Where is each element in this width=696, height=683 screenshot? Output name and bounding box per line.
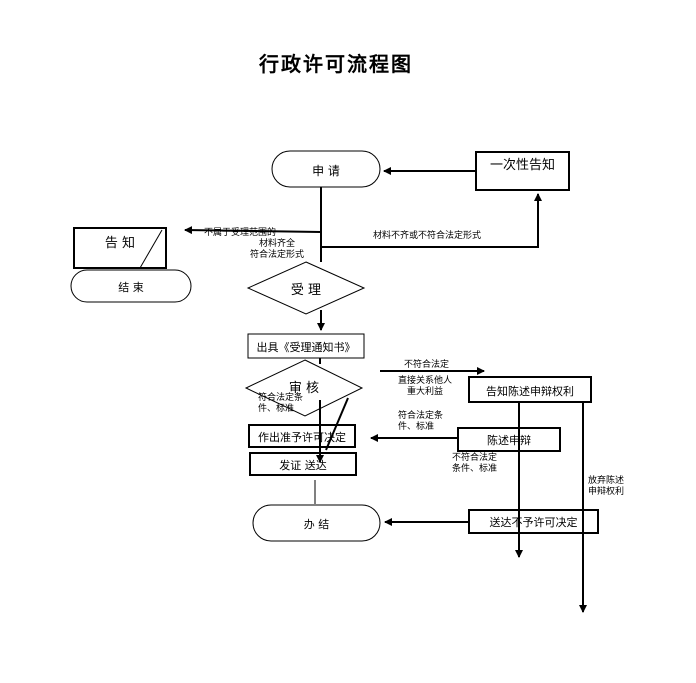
end-node xyxy=(70,269,192,303)
label-involves-interest: 直接关系他人 重大利益 xyxy=(398,376,453,397)
notify-statement-rights-label: 告知陈述申辩权利 xyxy=(486,385,574,398)
line-review-diagonal xyxy=(325,397,349,451)
issue-deliver-node xyxy=(249,452,357,476)
issue-notice-node xyxy=(247,333,365,359)
notify-node xyxy=(73,227,167,269)
label-meets-conditions-left: 符合法定条 件、标准 xyxy=(258,393,304,414)
label-not-meet-conditions-2: 不符合法定 条件、标准 xyxy=(452,453,498,474)
grant-decision-label: 作出准予许可决定 xyxy=(258,431,346,444)
issue-notice-label: 出具《受理通知书》 xyxy=(256,341,356,354)
accept-node xyxy=(246,261,366,315)
one-time-notice-node xyxy=(475,151,570,191)
label-materials-incomplete: 材料不齐或不符合法定形式 xyxy=(373,231,482,241)
statement-defense-node xyxy=(457,427,561,452)
apply-node xyxy=(271,150,381,188)
label-waive-statement: 放弃陈述 申辩权利 xyxy=(588,476,625,497)
notify-statement-rights-node xyxy=(468,376,592,403)
one-time-notice-label: 一次性告知 xyxy=(489,158,555,173)
deliver-refusal-label: 送达不予许可决定 xyxy=(489,516,578,529)
arrow-to-notify xyxy=(184,226,322,235)
complete-node xyxy=(252,504,381,542)
statement-defense-label: 陈述申辩 xyxy=(487,434,531,447)
complete-label: 办 结 xyxy=(303,518,330,531)
accept-label: 受 理 xyxy=(290,283,322,298)
review-node xyxy=(244,359,364,417)
issue-deliver-label: 发证 送达 xyxy=(279,459,327,472)
apply-label: 申 请 xyxy=(312,164,340,178)
label-not-in-scope: 不属于受理范围的 xyxy=(204,228,277,238)
end-label: 结 束 xyxy=(118,281,144,294)
label-materials-complete: 材料齐全 符合法定形式 xyxy=(250,239,305,260)
notify-label: 告 知 xyxy=(104,236,136,251)
page-title: 行政许可流程图 xyxy=(259,52,413,76)
label-meets-conditions-right: 符合法定条 件、标准 xyxy=(398,411,444,432)
label-not-meet-conditions: 不符合法定 xyxy=(404,360,450,370)
arrow-incomplete-to-notice xyxy=(321,193,542,248)
grant-decision-node xyxy=(248,424,356,448)
review-label: 审 核 xyxy=(288,381,320,396)
